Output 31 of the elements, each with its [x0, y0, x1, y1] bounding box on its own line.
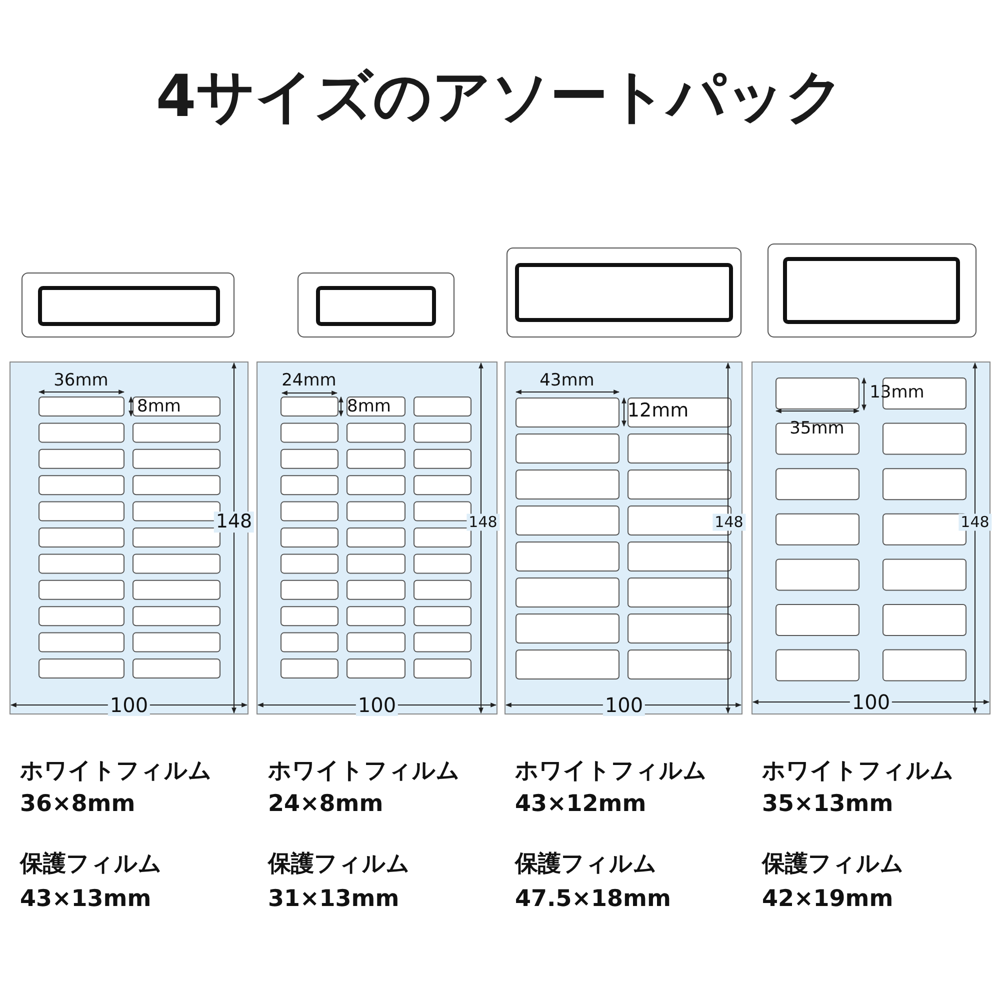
dimension-label: 24mm [282, 372, 336, 390]
dimension-label: 100 [356, 694, 398, 716]
film-type-label: 保護フィルム [515, 852, 657, 878]
size-label: 24×8mm [268, 792, 384, 818]
size-label: 43×13mm [20, 887, 152, 912]
size-label: 31×13mm [268, 887, 400, 912]
film-type-label: ホワイトフィルム [515, 759, 707, 784]
dimension-label: 8mm [347, 398, 391, 416]
size-label: 42×19mm [762, 887, 894, 912]
film-type-label: 保護フィルム [762, 852, 904, 878]
film-type-label: ホワイトフィルム [20, 759, 212, 784]
dimension-label: 8mm [137, 398, 181, 416]
size-label: 43×12mm [515, 792, 646, 818]
dimension-label: 148 [712, 514, 746, 530]
film-type-label: 保護フィルム [20, 852, 162, 878]
dimension-label: 148 [958, 514, 992, 530]
dimension-label: 148 [214, 512, 254, 532]
size-label: 36×8mm [20, 792, 136, 818]
film-type-label: ホワイトフィルム [268, 759, 460, 784]
dimension-label: 148 [466, 514, 500, 530]
dimension-label: 12mm [627, 400, 689, 422]
dimension-label: 100 [108, 694, 150, 716]
dimension-label: 35mm [790, 420, 844, 438]
size-label: 47.5×18mm [515, 887, 671, 912]
film-type-label: 保護フィルム [268, 852, 410, 878]
dimension-label: 43mm [540, 372, 594, 390]
dimension-label: 36mm [54, 372, 108, 390]
title: 4サイズのアソートパック [154, 61, 846, 132]
dimension-label: 100 [602, 694, 646, 716]
size-label: 35×13mm [762, 792, 894, 818]
film-type-label: ホワイトフィルム [762, 759, 954, 784]
